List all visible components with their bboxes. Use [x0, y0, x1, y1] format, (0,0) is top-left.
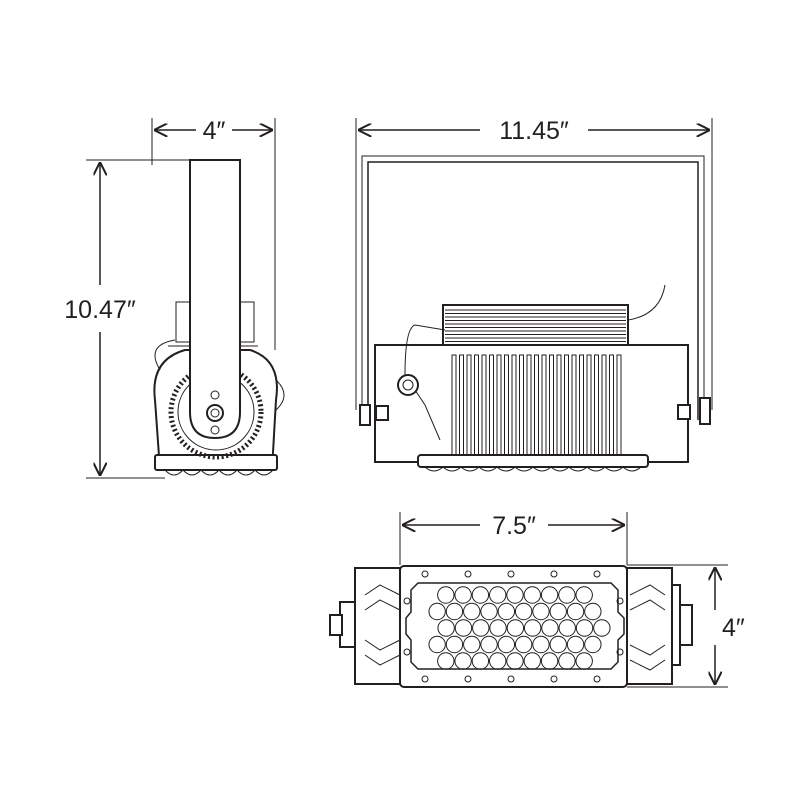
side-height-dimension: 10.47″ — [64, 159, 192, 479]
led-lens — [558, 619, 576, 637]
led-lens — [463, 635, 481, 654]
led-lens — [523, 586, 541, 604]
bottom-length-label: 7.5″ — [492, 512, 536, 540]
led-lens — [480, 602, 498, 621]
led-lens — [428, 602, 446, 621]
led-lens — [489, 619, 507, 637]
bottom-width-label: 4″ — [722, 614, 745, 642]
bottom-length-dimension: 7.5″ — [399, 512, 628, 565]
front-view: 11.45″ — [355, 117, 713, 472]
front-width-label: 11.45″ — [499, 117, 569, 145]
led-lens — [514, 635, 533, 654]
led-lens — [506, 652, 524, 670]
led-lens — [454, 586, 472, 604]
screw-icon — [616, 648, 624, 656]
led-lens — [584, 602, 602, 621]
screw-icon — [593, 675, 601, 683]
led-lens — [523, 619, 542, 637]
screw-icon — [507, 675, 515, 683]
screw-icon — [403, 648, 411, 656]
side-view: 4″ 10.47″ — [64, 117, 285, 479]
front-fixture-body — [359, 155, 711, 472]
led-lens — [437, 619, 455, 637]
screw-icon — [550, 675, 558, 683]
bottom-view: 7.5″ 4″ — [329, 512, 745, 688]
led-lens — [489, 586, 507, 604]
led-lens — [575, 652, 593, 670]
led-lens — [480, 635, 498, 654]
screw-icon — [593, 570, 601, 578]
screw-icon — [550, 570, 558, 578]
led-lens — [540, 586, 559, 604]
led-lens — [549, 635, 567, 654]
screw-icon — [507, 570, 515, 578]
led-lens — [523, 652, 541, 670]
led-lens — [497, 602, 516, 621]
side-fixture-body — [153, 159, 285, 476]
led-lens — [471, 652, 490, 670]
led-lens — [454, 652, 472, 670]
led-lens — [445, 635, 464, 654]
led-lens — [584, 635, 602, 654]
screw-icon — [421, 675, 429, 683]
side-width-dimension: 4″ — [151, 117, 276, 350]
led-lens — [575, 619, 594, 637]
led-lens — [575, 586, 593, 604]
led-lens — [428, 635, 446, 654]
led-lens — [506, 619, 525, 637]
led-lens — [540, 652, 559, 670]
led-lens — [532, 635, 550, 654]
led-lens — [489, 652, 507, 670]
side-height-label: 10.47″ — [64, 296, 136, 324]
led-lens — [566, 635, 585, 654]
screw-icon — [421, 570, 429, 578]
screw-icon — [403, 597, 411, 605]
led-lens — [541, 619, 559, 637]
bottom-fixture-body — [329, 565, 693, 688]
screw-icon — [464, 570, 472, 578]
led-lens — [506, 586, 524, 604]
led-lens — [472, 619, 490, 637]
led-lens — [566, 602, 585, 621]
led-lens — [514, 602, 533, 621]
led-lens — [471, 586, 490, 604]
led-lens — [445, 602, 464, 621]
bottom-width-dimension: 4″ — [627, 564, 745, 688]
front-width-dimension: 11.45″ — [355, 117, 713, 410]
led-lens — [497, 635, 516, 654]
led-lens — [558, 652, 576, 670]
led-lens — [593, 619, 611, 637]
screw-icon — [616, 597, 624, 605]
led-lens — [549, 602, 567, 621]
side-width-label: 4″ — [203, 117, 226, 145]
led-lens — [454, 619, 473, 637]
led-lens — [558, 586, 576, 604]
led-lens — [437, 652, 455, 670]
led-lens — [437, 586, 455, 604]
screw-icon — [464, 675, 472, 683]
led-lens — [532, 602, 550, 621]
led-lens — [463, 602, 481, 621]
